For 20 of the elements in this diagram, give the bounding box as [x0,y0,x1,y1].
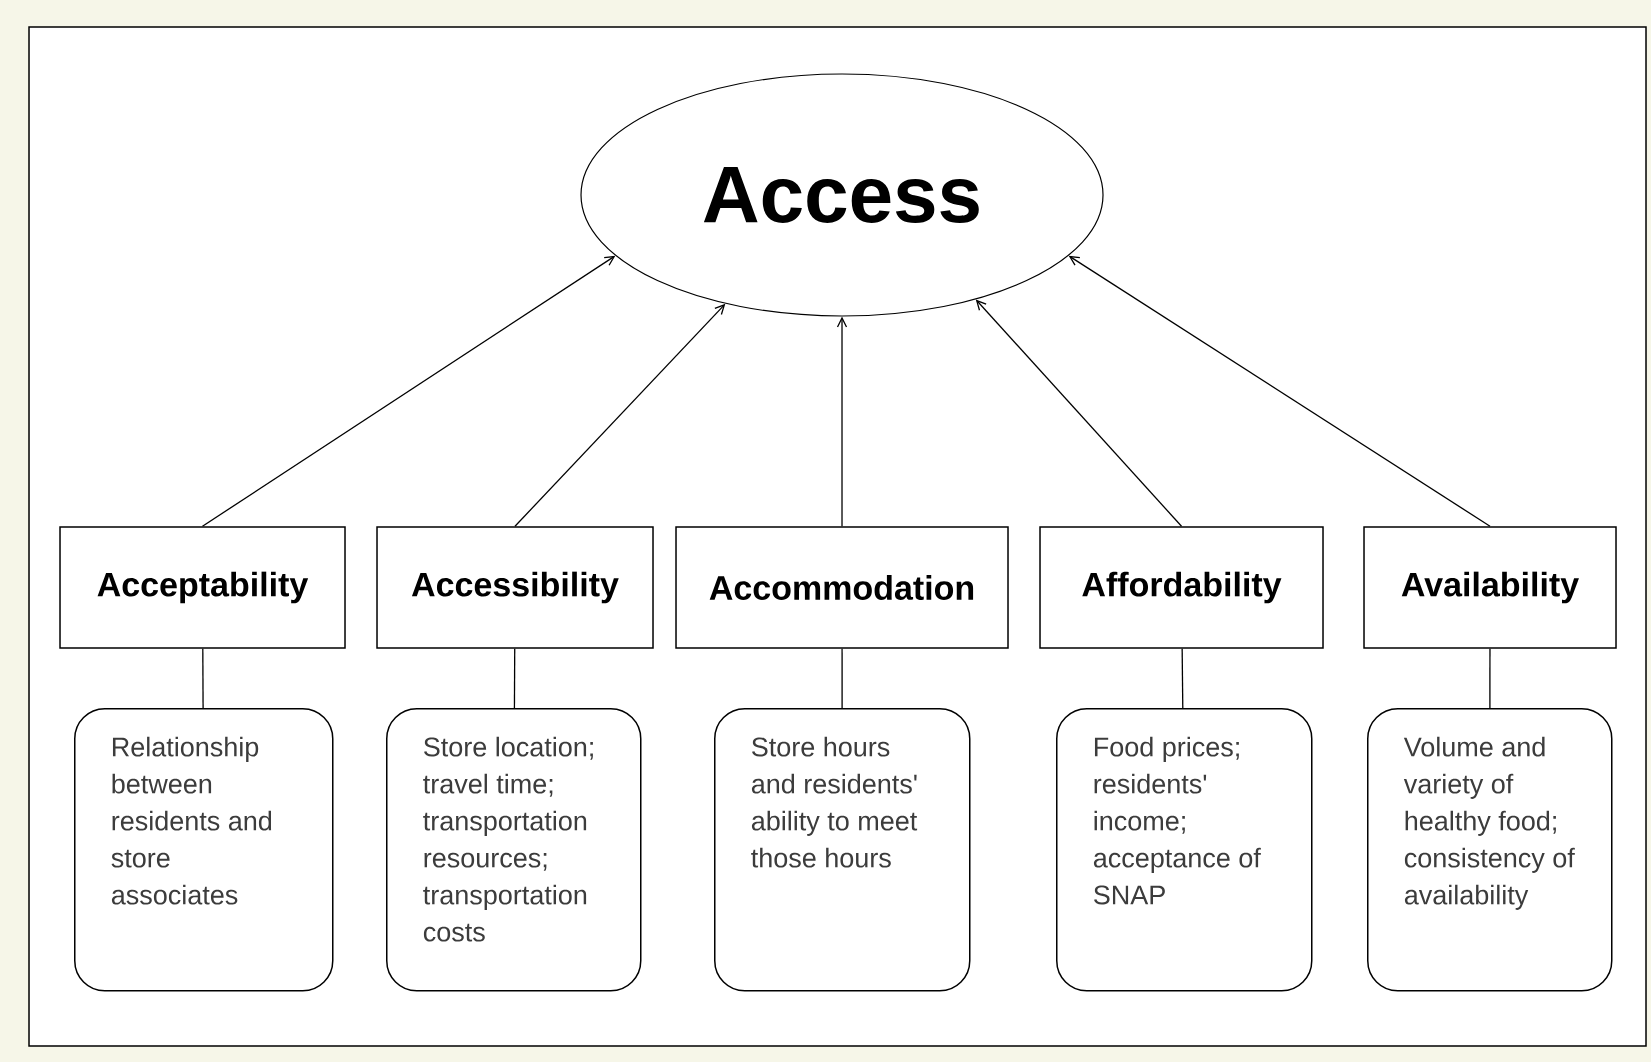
arrow [836,316,848,527]
connector-line [841,648,843,709]
connector-line [1181,648,1184,709]
description-box: Store hours and residents' ability to meet those hours [714,708,971,992]
connector-line [202,648,204,709]
category-box: Accommodation [675,526,1009,649]
category-box: Acceptability [59,526,346,649]
description-box: Food prices; residents' income; acceptance of SNAP [1056,708,1313,992]
description-box: Volume and variety of healthy food; consistency of availability [1367,708,1613,992]
category-box: Affordability [1039,526,1324,649]
arrow [201,255,616,527]
arrow [1068,255,1491,527]
arrow [975,299,1183,527]
category-box: Accessibility [376,526,654,649]
description-box: Store location; travel time; transportation resources; transportation costs [386,708,642,992]
connector-line [513,648,516,709]
connector-line [1489,648,1491,709]
description-box: Relationship between residents and store associates [74,708,334,992]
arrow [514,303,726,527]
category-box: Availability [1363,526,1617,649]
